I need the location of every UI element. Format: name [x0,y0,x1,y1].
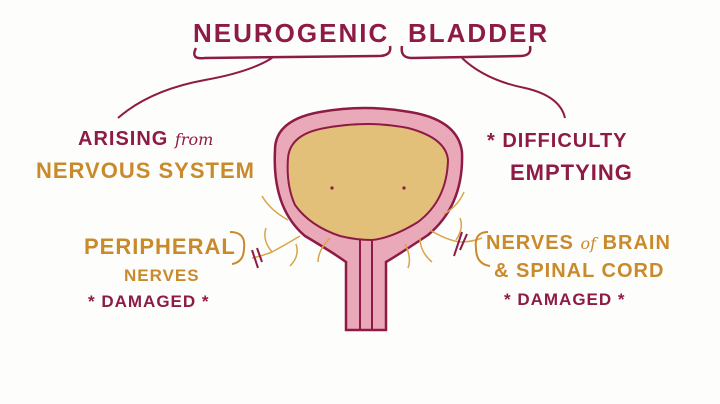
label-nervous-system: NERVOUS SYSTEM [36,158,255,183]
label-from: from [174,130,214,149]
label-arising: ARISING [78,128,169,150]
label-spinal-cord: & SPINAL CORD [494,260,665,282]
label-emptying: EMPTYING [510,160,633,185]
label-brain: BRAIN [602,232,671,254]
urethra [359,240,373,330]
title-bracket-right [400,45,532,60]
bladder-lumen [286,123,450,242]
nerves-left [251,195,331,267]
connector-right [461,57,566,119]
connector-left [117,57,273,119]
label-nerves: NERVES [124,266,200,285]
ureter-orifice-left [330,186,334,190]
label-of: of [580,234,597,253]
label-difficulty: * DIFFICULTY [487,130,628,152]
bracket-brain-cord [474,231,491,267]
ureter-orifice-right [402,186,406,190]
label-peripheral: PERIPHERAL [84,234,236,259]
title-bracket-left [193,45,392,60]
label-damaged-right: * DAMAGED * [504,290,626,309]
label-nerves-right: NERVES [486,232,574,254]
label-nerves-of-brain: NERVES of BRAIN [486,232,671,255]
label-arising-from: ARISING from [78,128,213,151]
damage-mark-right [453,231,468,257]
label-damaged-left: * DAMAGED * [88,292,210,311]
damage-mark-left [251,247,263,269]
bracket-peripheral [229,231,246,265]
title-word-neurogenic: NEUROGENIC [193,18,390,48]
title-word-bladder: BLADDER [408,18,550,48]
